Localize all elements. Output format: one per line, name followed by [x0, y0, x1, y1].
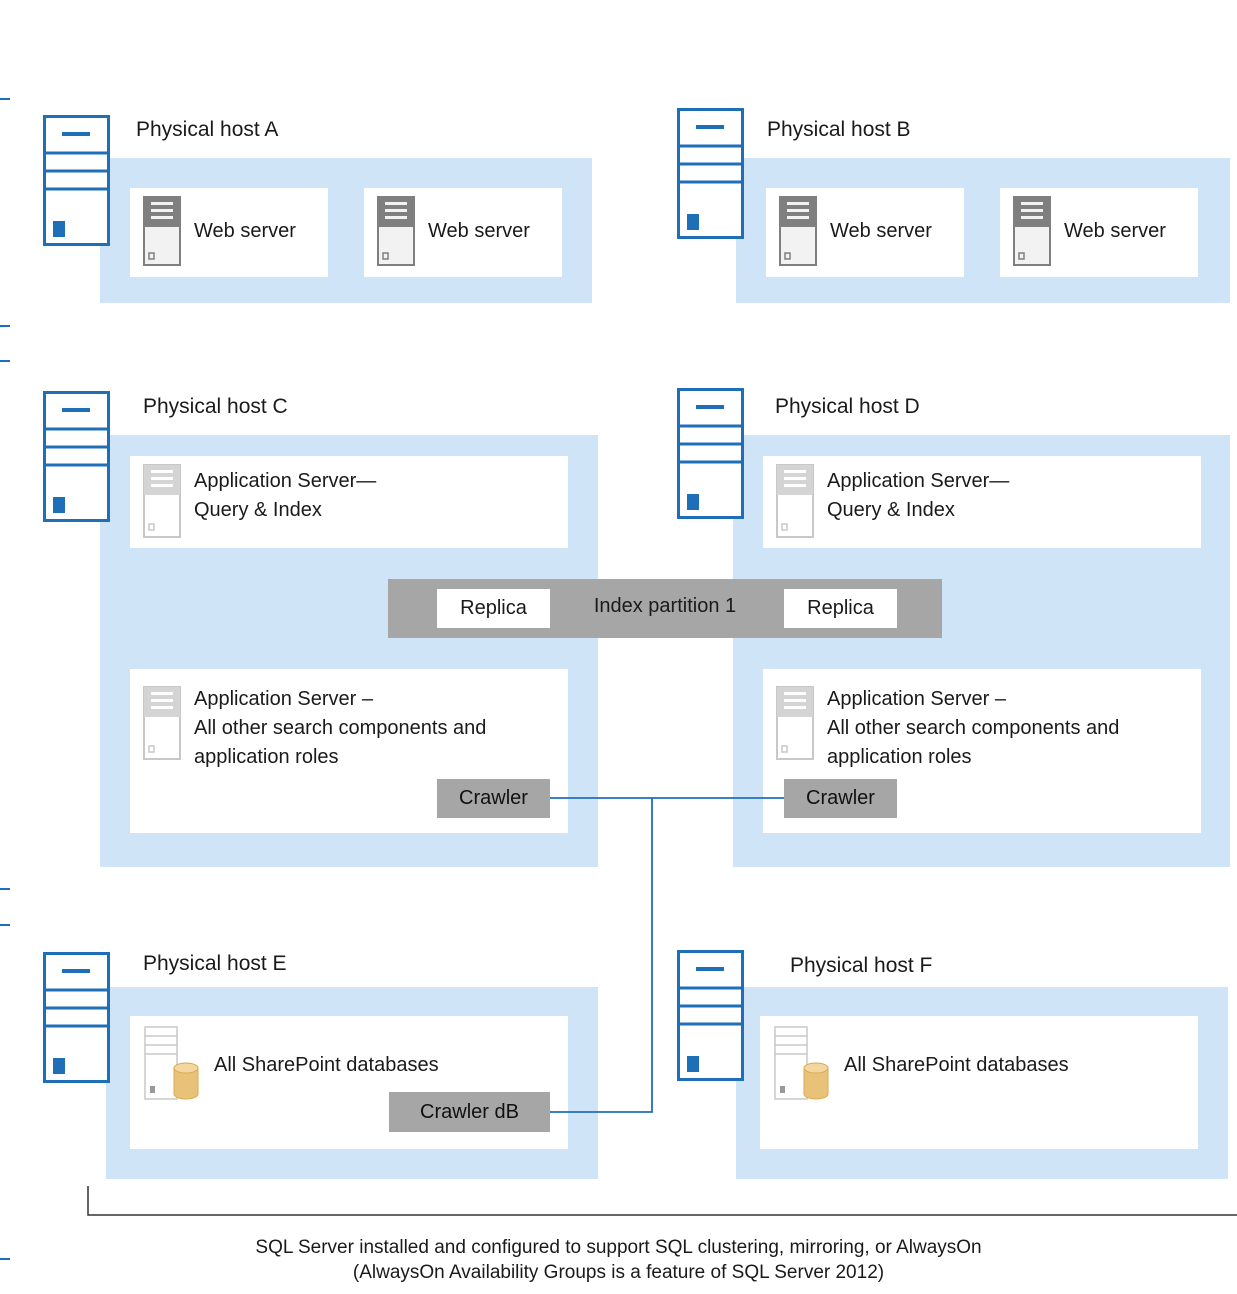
search-server-line3: application roles: [194, 746, 339, 768]
web-server-label: Web server: [1064, 220, 1166, 242]
crawler-db-box: Crawler dB: [389, 1092, 550, 1132]
sql-bracket-line: [87, 1186, 1237, 1216]
host-d-title: Physical host D: [775, 395, 920, 418]
query-server-line2: Query & Index: [827, 499, 955, 521]
query-index-server-card: [130, 456, 568, 548]
search-server-line1: Application Server –: [827, 688, 1006, 710]
host-a-title: Physical host A: [136, 118, 279, 141]
query-server-line1: Application Server—: [827, 470, 1010, 492]
web-server-label: Web server: [194, 220, 296, 242]
replica-left: Replica: [437, 589, 550, 628]
host-b-title: Physical host B: [767, 118, 911, 141]
search-server-line2: All other search components and: [827, 717, 1120, 739]
database-label: All SharePoint databases: [844, 1054, 1069, 1076]
edge-marker: [0, 924, 10, 926]
crawler-box: Crawler: [784, 779, 897, 818]
search-server-line1: Application Server –: [194, 688, 373, 710]
edge-marker: [0, 1258, 10, 1260]
database-server-card: [760, 1016, 1198, 1149]
index-partition-label: Index partition 1: [593, 595, 737, 617]
edge-marker: [0, 98, 10, 100]
host-e-title: Physical host E: [143, 952, 287, 975]
database-label: All SharePoint databases: [214, 1054, 439, 1076]
replica-right: Replica: [784, 589, 897, 628]
edge-marker: [0, 325, 10, 327]
caption-line-2: (AlwaysOn Availability Groups is a featu…: [352, 1262, 885, 1283]
search-server-line2: All other search components and: [194, 717, 487, 739]
caption-line-1: SQL Server installed and configured to s…: [255, 1237, 982, 1258]
host-c-title: Physical host C: [143, 395, 288, 418]
crawler-box: Crawler: [437, 779, 550, 818]
crawler-connector-line: [550, 798, 653, 1113]
web-server-label: Web server: [830, 220, 932, 242]
query-server-line2: Query & Index: [194, 499, 322, 521]
web-server-label: Web server: [428, 220, 530, 242]
edge-marker: [0, 888, 10, 890]
host-f-title: Physical host F: [790, 954, 933, 977]
search-server-line3: application roles: [827, 746, 972, 768]
query-server-line1: Application Server—: [194, 470, 377, 492]
edge-marker: [0, 360, 10, 362]
query-index-server-card: [763, 456, 1201, 548]
